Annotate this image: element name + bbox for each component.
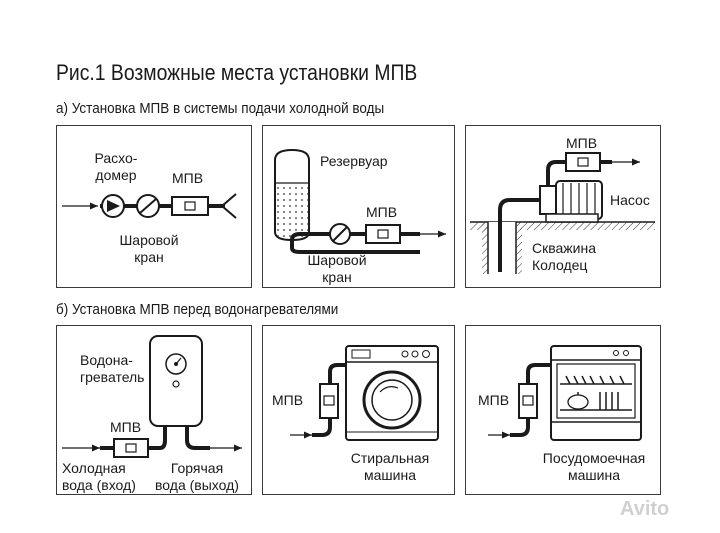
section-b-heading: б) Установка МПВ перед водонагревателями (56, 301, 339, 318)
cold-water-label: Холодная вода (вход) (62, 460, 136, 493)
pipe-end-icon (221, 193, 237, 219)
mpv-label: МПВ (366, 204, 398, 220)
pump-label: Насос (610, 192, 650, 208)
dishwasher-label: Посудомоечная машина (542, 450, 646, 483)
panel4-drawing (62, 335, 242, 458)
avito-watermark: Avito (620, 498, 670, 520)
panel6-drawing (488, 345, 642, 441)
mpv-label: МПВ (172, 170, 204, 186)
ball-valve-label: Шаровой кран (307, 252, 367, 285)
ground-hatch (470, 222, 655, 230)
flow-meter-label: Расхо- домер (94, 150, 138, 183)
mpv-label: МПВ (478, 392, 510, 408)
mpv-label: МПВ (272, 392, 304, 408)
panel3-drawing (470, 152, 655, 274)
section-a-heading: а) Установка МПВ в системы подачи холодн… (56, 100, 385, 117)
mpv-label: МПВ (566, 135, 598, 151)
tank-label: Резервуар (320, 153, 388, 169)
panel1-drawing (62, 193, 237, 219)
hot-water-label: Горячая вода (выход) (155, 460, 239, 493)
kettle-icon (567, 394, 589, 410)
panel2-drawing (274, 148, 446, 254)
well-label: Скважина Колодец (532, 240, 597, 273)
washing-machine-label: Стиральная машина (350, 450, 430, 483)
water-heater-label: Водона- греватель (80, 352, 145, 385)
mpv-label: МПВ (110, 419, 142, 435)
panel5-drawing (290, 345, 439, 441)
ball-valve-label: Шаровой кран (119, 232, 179, 265)
pump-icon (539, 185, 557, 215)
figure-title: Рис.1 Возможные места установки МПВ (56, 60, 418, 85)
pipe (290, 240, 420, 254)
